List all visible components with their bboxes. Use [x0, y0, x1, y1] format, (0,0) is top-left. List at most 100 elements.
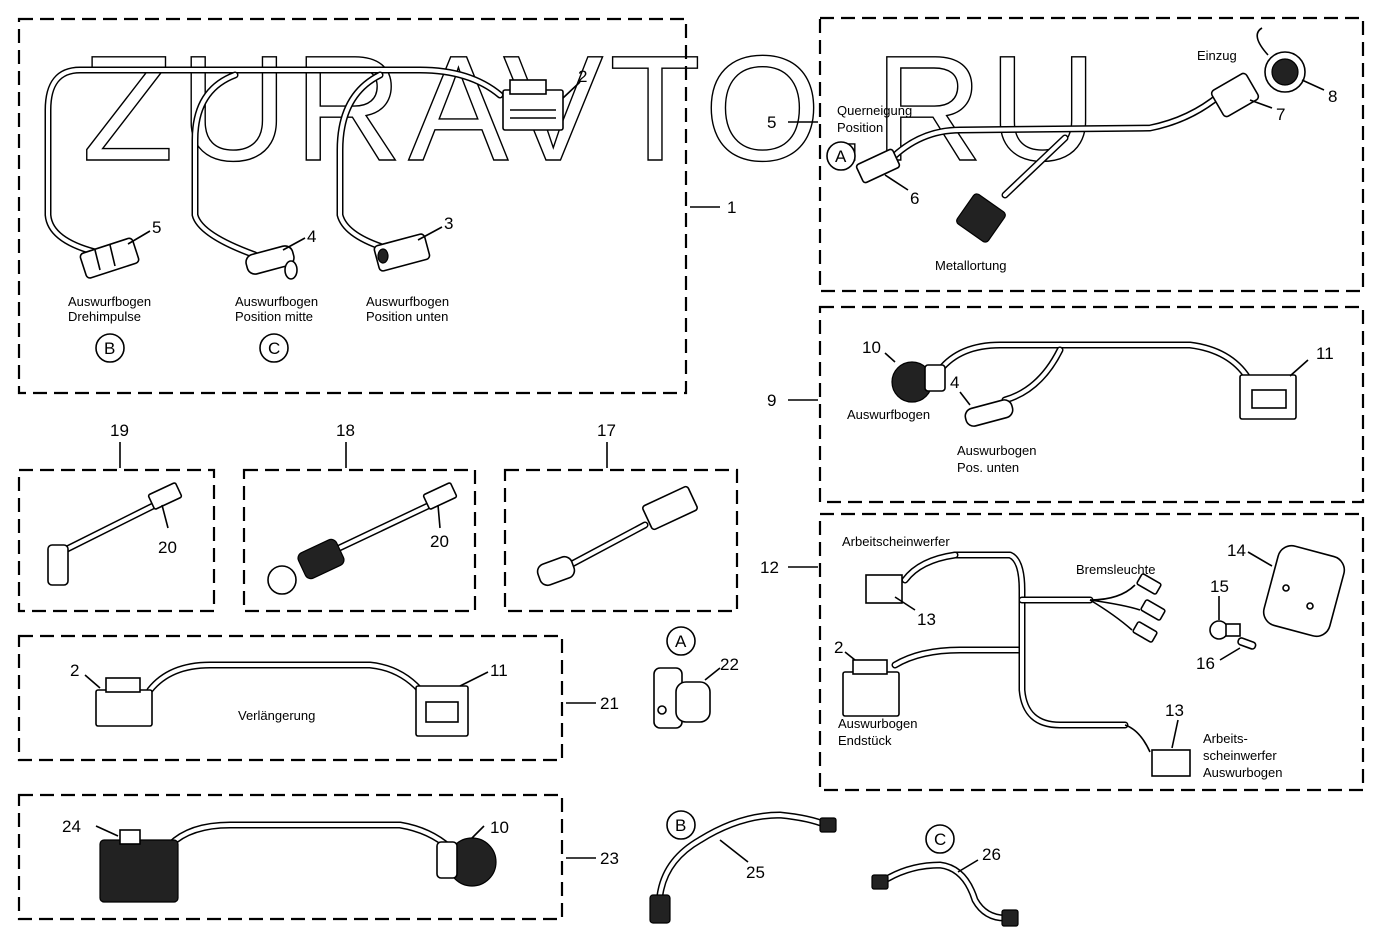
label-position-unten-1: Auswurfbogen	[366, 294, 449, 309]
harness-box-9	[818, 305, 1365, 504]
circle-a-box5-label: A	[835, 147, 847, 166]
callout-20-box18: 20	[430, 532, 449, 551]
connector-4-box1	[245, 245, 298, 280]
label-position-mitte-1: Auswurfbogen	[235, 294, 318, 309]
harness-box-1	[17, 17, 688, 395]
circle-b-detail	[666, 810, 696, 840]
callout-25: 25	[746, 863, 765, 882]
sensor-22	[653, 667, 711, 729]
label-auswurbogen-endstueck-1: Auswurbogen	[838, 716, 918, 731]
harness-19	[47, 482, 183, 586]
connector-13-bottom	[1151, 749, 1191, 777]
label-auswurfbogen-drehimpulse-1: Auswurfbogen	[68, 294, 151, 309]
label-arbeitsscheinwerfer-aus-1: Arbeits-	[1203, 731, 1248, 746]
label-bremsleuchte: Bremsleuchte	[1076, 562, 1155, 577]
callout-4-box9: 4	[950, 373, 959, 392]
circle-a-box5	[826, 141, 856, 171]
callout-21: 21	[600, 694, 619, 713]
callout-13-bottom: 13	[1165, 701, 1184, 720]
harness-box-17	[503, 468, 739, 613]
label-arbeitsscheinwerfer-aus-2: scheinwerfer	[1203, 748, 1277, 763]
callout-22: 22	[720, 655, 739, 674]
connector-7	[1210, 72, 1260, 118]
harness-17	[536, 485, 698, 587]
callout-2-box12: 2	[834, 638, 843, 657]
callout-1: 1	[727, 198, 736, 217]
watermark: ZURAVTO.RU	[82, 24, 1103, 192]
brake-light-terminals	[1132, 573, 1166, 643]
connector-8	[1256, 27, 1306, 93]
connector-3-box1	[373, 233, 431, 272]
callout-2-box21: 2	[70, 661, 79, 680]
label-querneigung-1: Querneigung	[837, 103, 912, 118]
callout-20-box19: 20	[158, 538, 177, 557]
label-position-mitte-2: Position mitte	[235, 309, 313, 324]
connector-5-box1	[79, 237, 140, 279]
circle-a-detail-label: A	[675, 632, 687, 651]
callout-24: 24	[62, 817, 81, 836]
circle-a-detail	[666, 626, 696, 656]
callout-23: 23	[600, 849, 619, 868]
circle-c-box1	[259, 333, 289, 363]
callout-15: 15	[1210, 577, 1229, 596]
connector-2-box12	[842, 659, 900, 717]
circle-b-box1-label: B	[104, 339, 115, 358]
callout-2-top: 2	[578, 67, 587, 86]
label-auswurbogen-pos-unten-2: Pos. unten	[957, 460, 1019, 475]
sensor-cable-25	[649, 811, 837, 924]
harness-18	[267, 482, 458, 595]
callout-5-right: 5	[767, 113, 776, 132]
callout-17: 17	[597, 421, 616, 440]
harness-1-cables	[44, 66, 504, 259]
label-querneigung-2: Position	[837, 120, 883, 135]
harness-21	[95, 661, 469, 737]
callout-26: 26	[982, 845, 1001, 864]
label-arbeitsscheinwerfer-aus-3: Auswurbogen	[1203, 765, 1283, 780]
connector-6	[855, 148, 901, 184]
label-auswurfbogen-drehimpulse-2: Drehimpulse	[68, 309, 141, 324]
callout-6: 6	[910, 189, 919, 208]
connector-4-box9	[964, 399, 1014, 427]
harness-9-cables	[936, 341, 1252, 404]
label-auswurfbogen: Auswurfbogen	[847, 407, 930, 422]
label-auswurbogen-pos-unten-1: Auswurbogen	[957, 443, 1037, 458]
label-arbeitsscheinwerfer: Arbeitscheinwerfer	[842, 534, 950, 549]
connector-10-box9	[891, 361, 946, 403]
harness-box-19	[17, 468, 216, 613]
callout-5-box1: 5	[152, 218, 161, 237]
harness-box-5	[818, 16, 1365, 293]
callout-10-box9: 10	[862, 338, 881, 357]
callout-13-top: 13	[917, 610, 936, 629]
callout-8: 8	[1328, 87, 1337, 106]
callout-14: 14	[1227, 541, 1246, 560]
label-einzug: Einzug	[1197, 48, 1237, 63]
callout-12: 12	[760, 558, 779, 577]
harness-box-12	[818, 512, 1365, 792]
label-auswurbogen-endstueck-2: Endstück	[838, 733, 892, 748]
bulb-15	[1209, 620, 1241, 640]
callout-7: 7	[1276, 105, 1285, 124]
bulb-16	[1237, 637, 1257, 650]
callout-18: 18	[336, 421, 355, 440]
label-metallortung: Metallortung	[935, 258, 1007, 273]
callout-3-box1: 3	[444, 214, 453, 233]
label-position-unten-2: Position unten	[366, 309, 448, 324]
callout-9: 9	[767, 391, 776, 410]
connector-11-box9	[1239, 374, 1297, 420]
callout-19: 19	[110, 421, 129, 440]
callout-4-box1: 4	[307, 227, 316, 246]
circle-b-detail-label: B	[675, 816, 686, 835]
harness-5-cables	[886, 91, 1224, 199]
callout-16: 16	[1196, 654, 1215, 673]
harness-box-21	[17, 634, 564, 762]
lamp-14	[1262, 544, 1346, 638]
harness-box-23	[17, 793, 564, 921]
connector-2-top	[502, 79, 564, 131]
harness-12-cables	[891, 551, 1151, 753]
circle-c-box1-label: C	[268, 339, 280, 358]
metal-detector-plug	[956, 193, 1006, 243]
harness-box-18	[242, 468, 477, 613]
callout-11-box21: 11	[490, 661, 508, 680]
sensor-cable-26	[871, 861, 1019, 927]
